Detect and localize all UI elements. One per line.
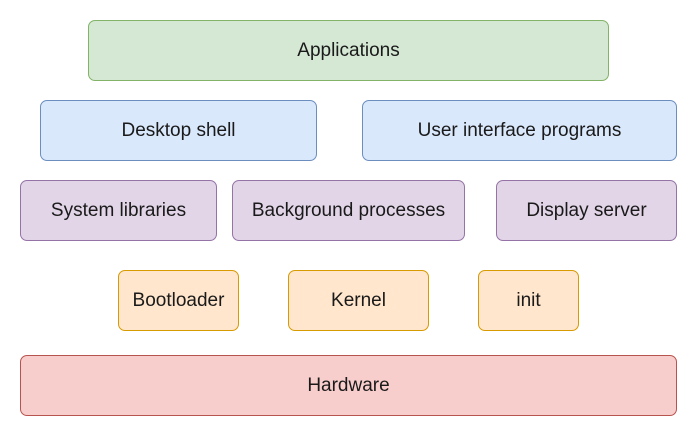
ui-programs-box: User interface programs [362, 100, 677, 161]
desktop-shell-box: Desktop shell [40, 100, 317, 161]
desktop-shell-label: Desktop shell [121, 119, 236, 141]
hardware-box: Hardware [20, 355, 677, 416]
background-processes-box: Background processes [232, 180, 465, 241]
applications-label: Applications [297, 39, 400, 61]
init-box: init [478, 270, 579, 331]
kernel-box: Kernel [288, 270, 429, 331]
display-server-label: Display server [526, 199, 647, 221]
kernel-label: Kernel [331, 289, 386, 311]
display-server-box: Display server [496, 180, 677, 241]
applications-box: Applications [88, 20, 609, 81]
bootloader-box: Bootloader [118, 270, 239, 331]
background-processes-label: Background processes [251, 199, 446, 221]
ui-programs-label: User interface programs [417, 119, 622, 141]
system-libraries-box: System libraries [20, 180, 217, 241]
hardware-label: Hardware [307, 374, 390, 396]
bootloader-label: Bootloader [132, 289, 225, 311]
init-label: init [516, 289, 541, 311]
system-libraries-label: System libraries [50, 199, 187, 221]
